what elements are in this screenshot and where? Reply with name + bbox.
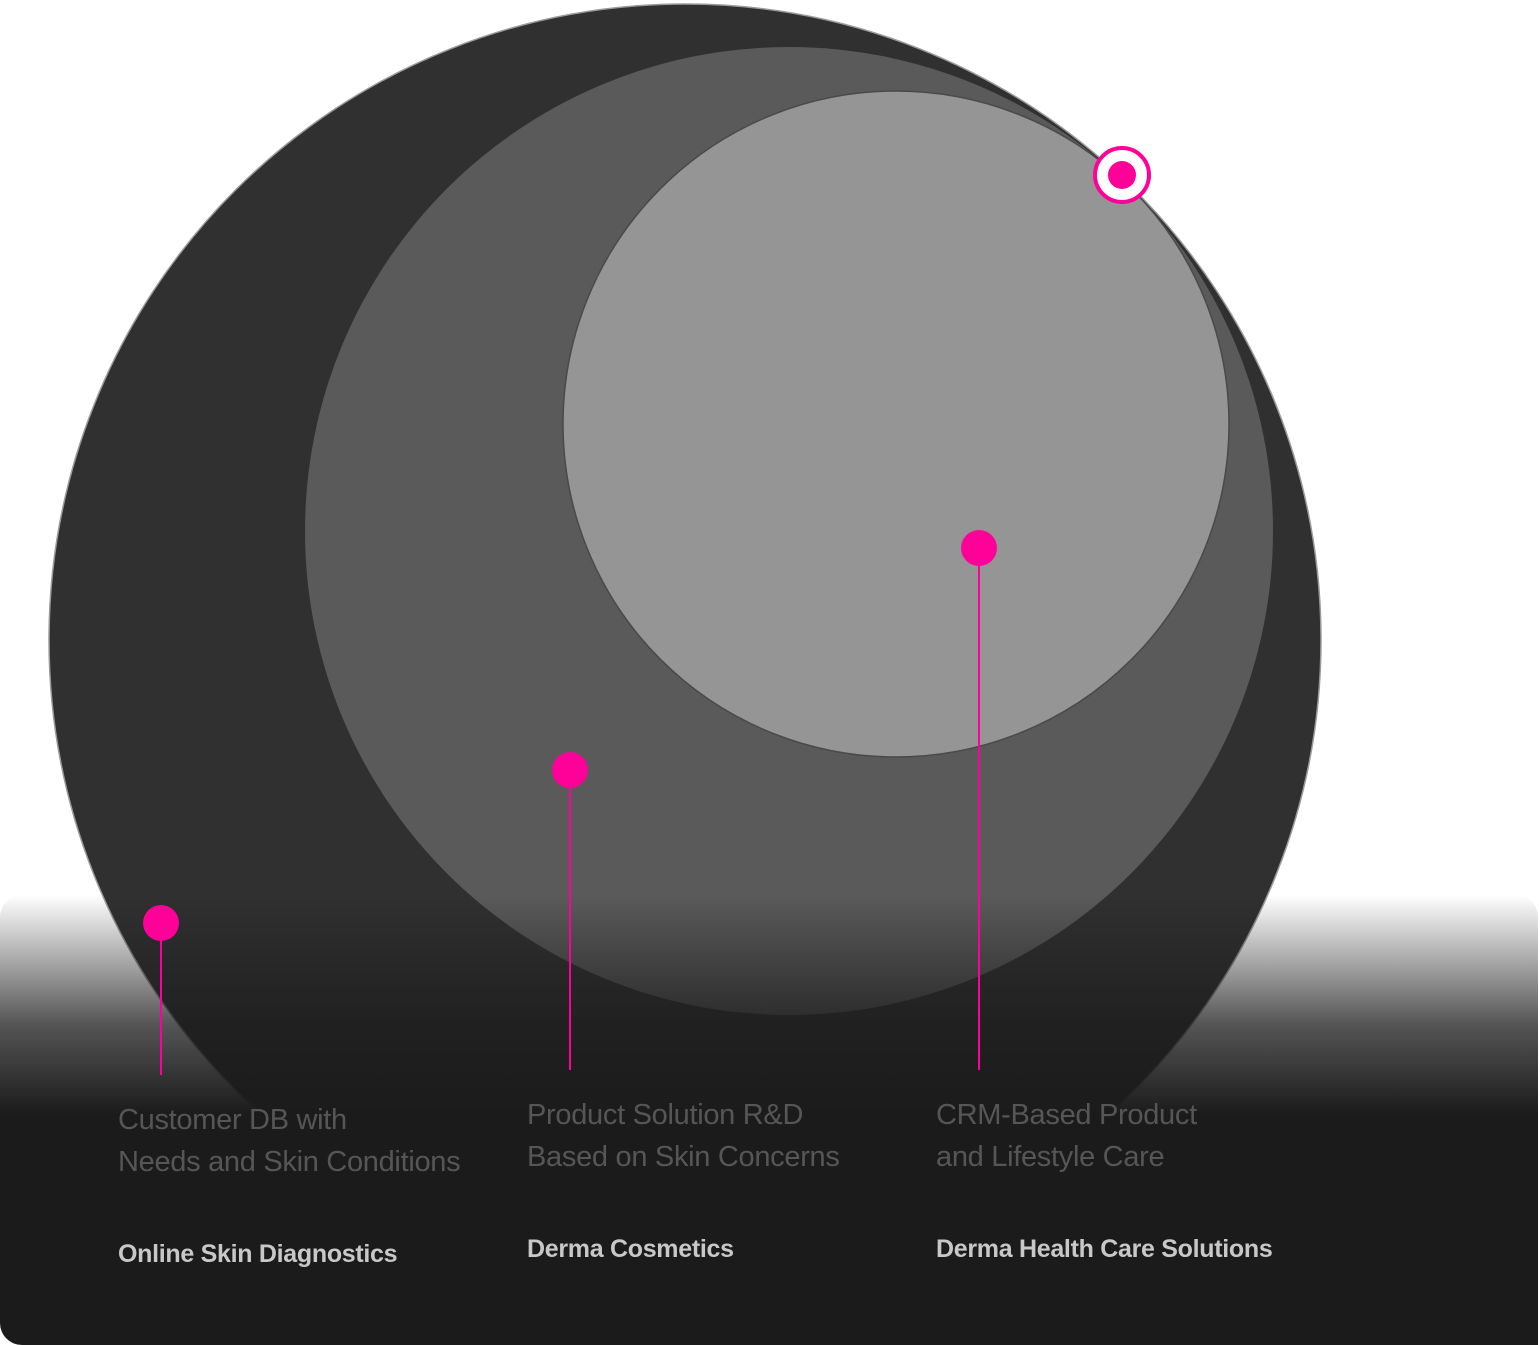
- pin-line: [978, 548, 980, 1070]
- label-title-line: CRM-Based Product: [936, 1099, 1197, 1131]
- label-title-line: and Lifestyle Care: [936, 1141, 1165, 1173]
- target-marker-icon: [1093, 146, 1151, 204]
- label-derma-health-care: CRM-Based Product and Lifestyle Care Der…: [936, 1094, 1273, 1263]
- bottom-panel: [0, 895, 1538, 1345]
- label-title-line: Product Solution R&D: [527, 1099, 804, 1131]
- inner-circle: [562, 90, 1230, 758]
- label-online-skin-diagnostics: Customer DB with Needs and Skin Conditio…: [118, 1099, 461, 1268]
- label-title-line: Based on Skin Concerns: [527, 1141, 840, 1173]
- pin-line: [569, 770, 571, 1070]
- label-title-line: Needs and Skin Conditions: [118, 1146, 461, 1178]
- pin-line: [160, 923, 162, 1075]
- label-title-line: Customer DB with: [118, 1104, 347, 1136]
- label-subtitle: Online Skin Diagnostics: [118, 1240, 398, 1268]
- label-derma-cosmetics: Product Solution R&D Based on Skin Conce…: [527, 1094, 840, 1263]
- label-subtitle: Derma Health Care Solutions: [936, 1235, 1273, 1263]
- label-subtitle: Derma Cosmetics: [527, 1235, 734, 1263]
